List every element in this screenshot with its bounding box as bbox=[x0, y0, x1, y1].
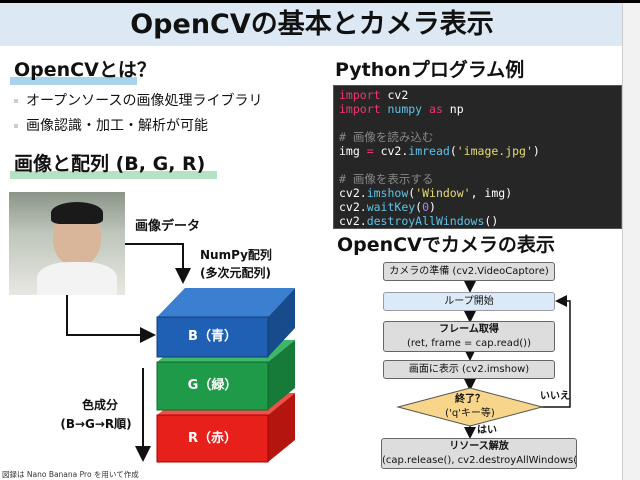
scrollbar[interactable] bbox=[622, 3, 640, 480]
presenter-photo bbox=[9, 192, 125, 295]
code-token: cv2. bbox=[339, 186, 367, 200]
heading-highlight bbox=[10, 171, 217, 179]
code-comment: # 画像を読み込む bbox=[339, 130, 434, 144]
slide-title: OpenCVの基本とカメラ表示 bbox=[130, 9, 494, 40]
code-token: cv2. bbox=[339, 214, 367, 228]
flow-step-label: 画面に表示 (cv2.imshow) bbox=[408, 363, 530, 375]
code-token: waitKey bbox=[366, 200, 416, 214]
code-token: 'Window' bbox=[415, 186, 471, 200]
b-layer-label: B（青） bbox=[188, 329, 237, 344]
flow-step-display: 画面に表示 (cv2.imshow) bbox=[383, 360, 555, 379]
r-layer-side bbox=[268, 393, 295, 462]
g-layer-side bbox=[268, 340, 295, 410]
heading-highlight bbox=[10, 77, 137, 85]
code-token: 'image.jpg' bbox=[456, 144, 533, 158]
presenter-coat bbox=[37, 262, 117, 295]
code-token: imshow bbox=[366, 186, 409, 200]
no-label: いいえ bbox=[540, 391, 570, 402]
code-token: () bbox=[484, 214, 499, 228]
decision-label: 終了？ ('q'キー等) bbox=[420, 393, 520, 421]
b-layer-top bbox=[157, 288, 295, 317]
arrow-photo-to-array bbox=[66, 295, 156, 343]
code-token: import bbox=[339, 102, 381, 116]
bullet-item: オープンソースの画像処理ライブラリ bbox=[14, 92, 262, 110]
bullet-item: 画像認識・加工・解析が可能 bbox=[14, 117, 208, 135]
numpy-sub-label: (多次元配列) bbox=[200, 266, 271, 280]
flow-step-label: ループ開始 bbox=[444, 295, 494, 307]
flow-step-camera-init: カメラの準備 (cv2.VideoCaptore) bbox=[383, 262, 555, 281]
channel-label: 色成分 bbox=[81, 398, 118, 412]
opencv-heading: OpenCVとは？ bbox=[14, 59, 156, 81]
code-token: ( bbox=[408, 186, 416, 200]
image-data-label: 画像データ bbox=[135, 219, 201, 234]
array-heading: 画像と配列 (B, G, R) bbox=[14, 153, 206, 175]
code-token: 0 bbox=[422, 200, 430, 214]
code-token: ) bbox=[429, 200, 436, 214]
r-layer-label: R（赤） bbox=[187, 431, 237, 446]
code-token: ( bbox=[415, 200, 423, 214]
code-token: cv2. bbox=[339, 200, 367, 214]
code-token: imread bbox=[408, 144, 450, 158]
yes-label: はい bbox=[477, 425, 497, 436]
decision-sub: ('q'キー等) bbox=[445, 408, 495, 419]
flow-step-loop-start: ループ開始 bbox=[383, 292, 555, 311]
code-token: numpy bbox=[380, 102, 430, 116]
flow-step-sub: (cap.release(), cv2.destroyAllWindows()) bbox=[382, 454, 577, 466]
arrow-image-data bbox=[125, 243, 191, 284]
code-token: ( bbox=[449, 144, 457, 158]
code-token: destroyAllWindows bbox=[366, 214, 485, 228]
top-border bbox=[0, 0, 640, 3]
b-layer-front bbox=[156, 316, 269, 358]
flow-step-sub: (ret, frame = cap.read()) bbox=[407, 337, 531, 349]
footer-credit: 図録は Nano Banana Pro を用いて作成 bbox=[2, 470, 139, 479]
code-token: as bbox=[429, 102, 443, 116]
flow-step-frame-read: フレーム取得 (ret, frame = cap.read()) bbox=[383, 321, 555, 352]
channel-order-label: (B→G→R順) bbox=[60, 417, 132, 431]
code-comment: # 画像を表示する bbox=[339, 172, 434, 186]
title-band bbox=[0, 3, 624, 46]
code-token: , img) bbox=[470, 186, 513, 200]
python-heading: Pythonプログラム例 bbox=[335, 59, 525, 81]
flow-step-label: カメラの準備 (cv2.VideoCaptore) bbox=[389, 265, 549, 277]
g-layer-label: G（緑） bbox=[187, 378, 238, 393]
code-token: ) bbox=[532, 144, 540, 158]
code-token: cv2 bbox=[380, 88, 409, 102]
flow-step-label: リソース解放 bbox=[449, 440, 509, 452]
presenter-hair bbox=[51, 202, 103, 224]
r-layer-front bbox=[156, 414, 269, 463]
b-layer-side bbox=[268, 288, 295, 357]
code-token: np bbox=[442, 102, 464, 116]
decision-diamond bbox=[396, 387, 544, 427]
code-token: = bbox=[366, 144, 374, 158]
flow-heading: OpenCVでカメラの表示 bbox=[337, 234, 555, 256]
code-token: cv2. bbox=[373, 144, 409, 158]
decision-title: 終了？ bbox=[455, 394, 485, 405]
flow-step-release: リソース解放 (cap.release(), cv2.destroyAllWind… bbox=[381, 438, 577, 469]
code-token: import bbox=[339, 88, 381, 102]
code-token: img bbox=[339, 144, 367, 158]
code-block: import cv2 import numpy as np # 画像を読み込む … bbox=[333, 85, 622, 229]
numpy-label: NumPy配列 bbox=[200, 248, 272, 262]
flow-step-label: フレーム取得 bbox=[439, 323, 499, 335]
flow-loop-arrow bbox=[540, 295, 571, 408]
g-layer-front bbox=[156, 361, 269, 411]
